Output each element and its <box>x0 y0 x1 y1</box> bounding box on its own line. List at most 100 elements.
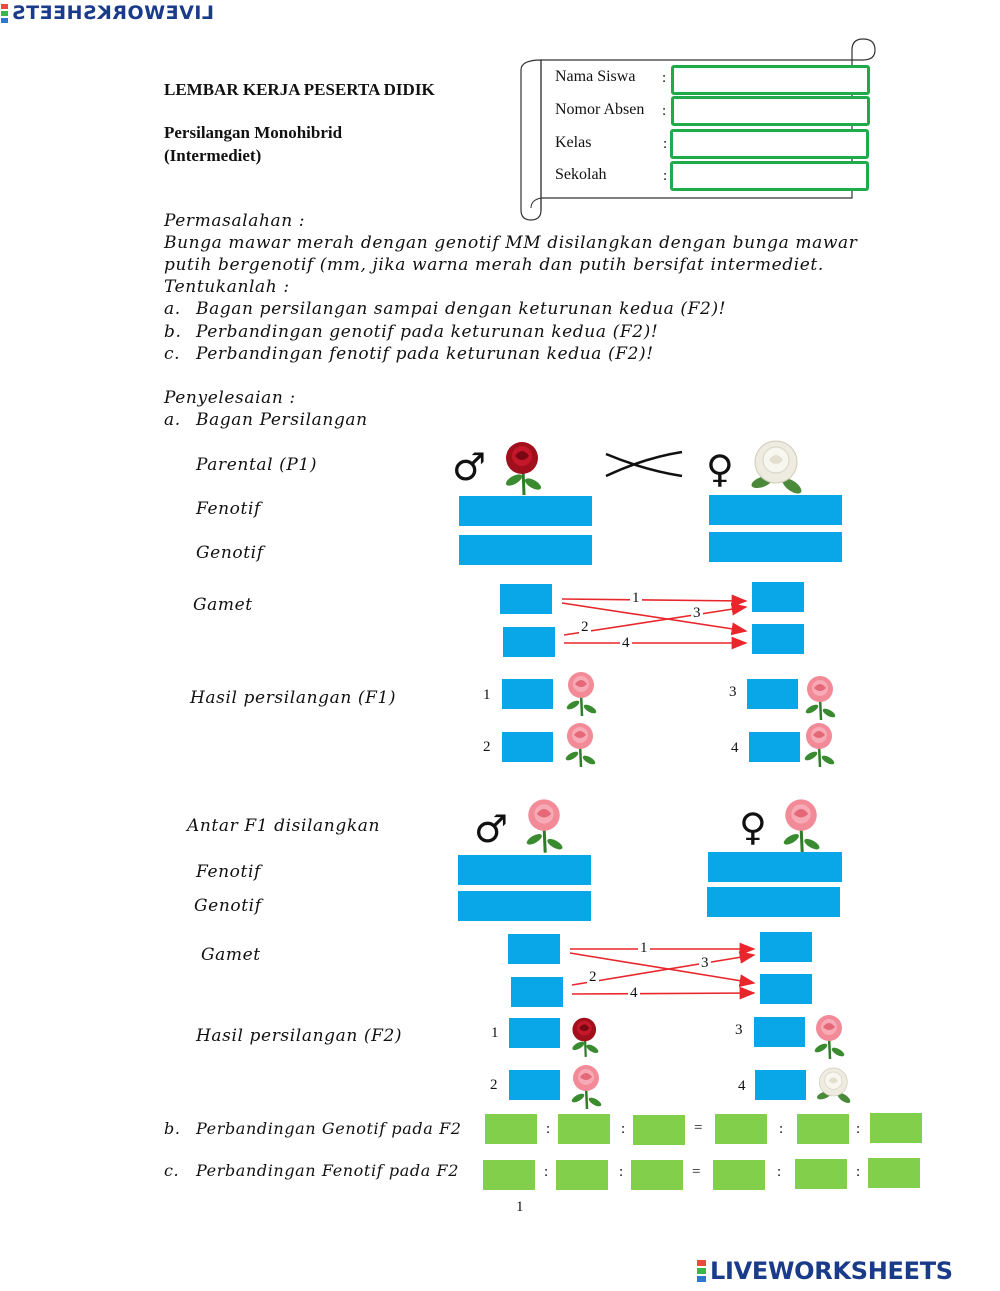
label-fenotif-f1: Fenotif <box>196 862 261 882</box>
genotype-ratio-box-6[interactable] <box>870 1113 922 1143</box>
f1-result-box-2[interactable] <box>502 732 553 762</box>
rose-icon <box>817 1067 851 1104</box>
field-colon: : <box>663 168 668 184</box>
genotype-ratio-box-3[interactable] <box>633 1115 685 1145</box>
phenotype-ratio-box-6[interactable] <box>868 1158 920 1188</box>
problem-line2: putih bergenotif (mm, jika warna merah d… <box>164 255 824 275</box>
f1-female-fenotif-box[interactable] <box>708 852 842 882</box>
sekolah-input[interactable] <box>670 161 869 191</box>
p1-male-fenotif-box[interactable] <box>459 496 592 526</box>
f1-gamete-female-1[interactable] <box>760 932 812 962</box>
field-label-kelas: Kelas <box>555 134 592 151</box>
rose-icon <box>751 440 802 494</box>
field-label-nomor-absen: Nomor Absen <box>555 101 645 118</box>
ratio-colon: : <box>856 1121 861 1137</box>
male-symbol-icon: ♂ <box>452 445 487 489</box>
task-marker-b: b. <box>164 322 182 342</box>
f1-gamete-female-2[interactable] <box>760 974 812 1004</box>
p1-gamete-arrows <box>561 594 748 650</box>
f2-result-box-2[interactable] <box>509 1070 560 1100</box>
phenotype-ratio-box-3[interactable] <box>631 1160 683 1190</box>
f1-male-genotif-box[interactable] <box>458 891 591 921</box>
task-text-b: Perbandingan genotif pada keturunan kedu… <box>196 322 659 342</box>
solution-a-marker: a. <box>164 410 181 430</box>
phenotype-ratio-box-5[interactable] <box>795 1159 847 1189</box>
top-logo: LIVEWORKSHEETS <box>1 2 214 24</box>
field-colon: : <box>662 70 667 86</box>
f2-result-box-3[interactable] <box>754 1017 805 1047</box>
cross-icon <box>605 450 683 478</box>
female-symbol-icon: ♀ <box>739 805 767 849</box>
logo-text: LIVEWORKSHEETS <box>710 1257 953 1285</box>
genotype-ratio-box-4[interactable] <box>715 1114 767 1144</box>
f1-result-box-4[interactable] <box>749 732 800 762</box>
f1-result-box-1[interactable] <box>502 679 553 709</box>
arrow-number-2: 2 <box>579 619 591 636</box>
rose-icon <box>572 1017 599 1057</box>
page-title: LEMBAR KERJA PESERTA DIDIK <box>164 80 435 99</box>
task-marker-a: a. <box>164 299 181 319</box>
f2-result-number-3: 3 <box>735 1022 743 1038</box>
ratio-equals: = <box>692 1164 701 1180</box>
ratio-colon: : <box>544 1164 549 1180</box>
solution-a-title: Bagan Persilangan <box>196 410 368 430</box>
phenotype-ratio-box-1[interactable] <box>483 1160 535 1190</box>
ratio-colon: : <box>546 1121 551 1137</box>
arrow-number-1: 1 <box>630 590 642 607</box>
logo-blocks-icon <box>697 1259 706 1283</box>
f1-gamete-male-2[interactable] <box>511 977 563 1007</box>
f1-result-number-4: 4 <box>731 740 739 756</box>
male-symbol-icon: ♂ <box>474 807 509 851</box>
f2-result-number-4: 4 <box>738 1078 746 1094</box>
logo-blocks-icon <box>1 3 9 24</box>
ratio-equals: = <box>694 1120 703 1136</box>
kelas-input[interactable] <box>670 129 869 159</box>
field-colon: : <box>663 136 668 152</box>
p1-gamete-male-2[interactable] <box>503 627 555 657</box>
ratio-c-label: Perbandingan Fenotif pada F2 <box>196 1161 460 1180</box>
field-label-sekolah: Sekolah <box>555 166 607 183</box>
arrow-number-1: 1 <box>638 940 650 957</box>
genotype-ratio-box-5[interactable] <box>797 1114 849 1144</box>
f2-result-box-1[interactable] <box>509 1018 560 1048</box>
p1-female-genotif-box[interactable] <box>709 532 842 562</box>
rose-icon <box>571 1065 602 1110</box>
f1-result-number-3: 3 <box>729 684 737 700</box>
label-f2-result: Hasil persilangan (F2) <box>196 1026 403 1046</box>
p1-gamete-female-2[interactable] <box>752 624 804 654</box>
rose-icon <box>805 676 836 721</box>
phenotype-ratio-box-4[interactable] <box>713 1160 765 1190</box>
f2-result-box-4[interactable] <box>755 1070 806 1100</box>
task-text-a: Bagan persilangan sampai dengan keturuna… <box>196 299 727 319</box>
bottom-logo: LIVEWORKSHEETS <box>697 1256 953 1286</box>
p1-female-fenotif-box[interactable] <box>709 495 842 525</box>
label-gamet-f1: Gamet <box>201 945 261 965</box>
nama-siswa-input[interactable] <box>671 65 870 95</box>
label-f1-result: Hasil persilangan (F1) <box>190 688 397 708</box>
arrow-number-4: 4 <box>620 635 632 652</box>
label-f1-cross: Antar F1 disilangkan <box>187 816 381 836</box>
f1-female-genotif-box[interactable] <box>707 887 840 917</box>
f2-result-number-2: 2 <box>490 1077 498 1093</box>
solution-heading: Penyelesaian : <box>164 388 296 408</box>
phenotype-ratio-box-2[interactable] <box>556 1160 608 1190</box>
problem-line1: Bunga mawar merah dengan genotif MM disi… <box>164 233 858 253</box>
field-label-nama: Nama Siswa <box>555 68 636 85</box>
task-marker-c: c. <box>164 344 181 364</box>
genotype-ratio-box-2[interactable] <box>558 1114 610 1144</box>
f1-male-fenotif-box[interactable] <box>458 855 591 885</box>
subtitle-line1: Persilangan Monohibrid <box>164 123 343 142</box>
f1-gamete-male-1[interactable] <box>508 934 560 964</box>
genotype-ratio-box-1[interactable] <box>485 1114 537 1144</box>
f1-result-number-2: 2 <box>483 739 491 755</box>
arrow-number-4: 4 <box>628 985 640 1002</box>
f1-result-box-3[interactable] <box>747 679 798 709</box>
nomor-absen-input[interactable] <box>671 96 870 126</box>
p1-gamete-male-1[interactable] <box>500 584 552 614</box>
p1-male-genotif-box[interactable] <box>459 535 592 565</box>
ratio-b-marker: b. <box>164 1119 181 1138</box>
ratio-colon: : <box>856 1164 861 1180</box>
page-number: 1 <box>516 1199 524 1215</box>
p1-gamete-female-1[interactable] <box>752 582 804 612</box>
f1-gamete-arrows <box>569 942 756 1000</box>
